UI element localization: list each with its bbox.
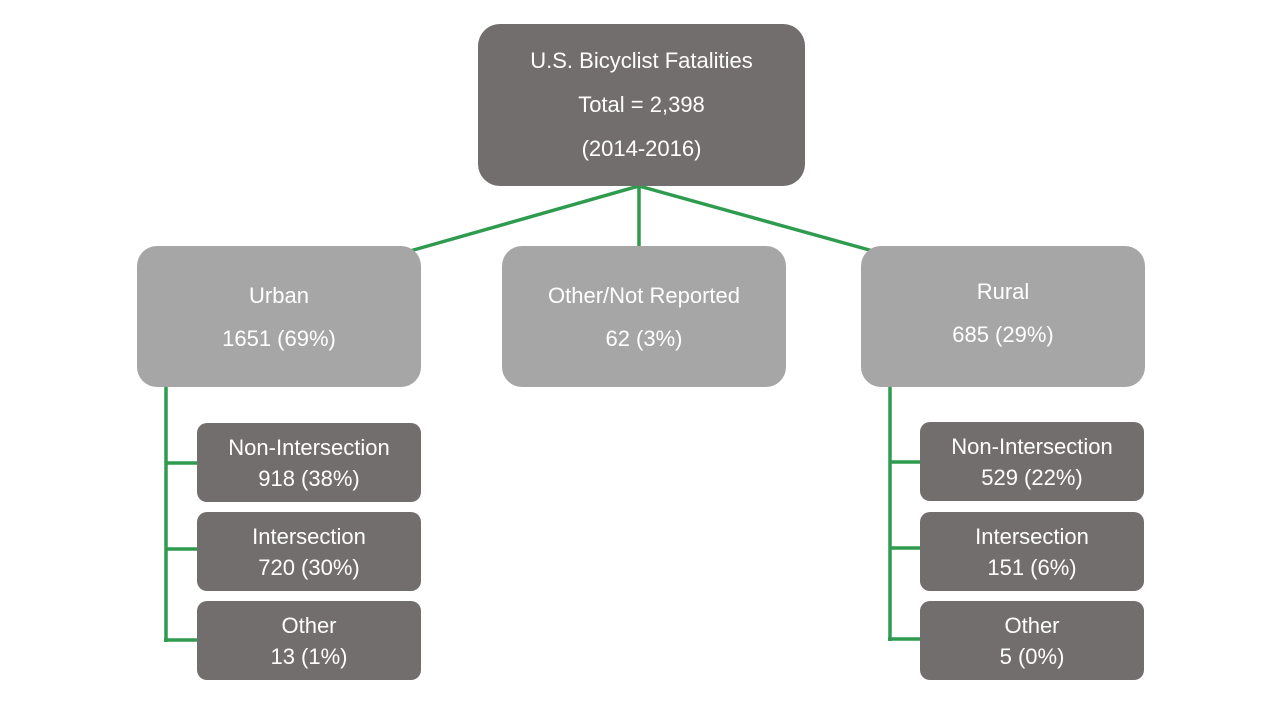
other-not-reported-node: Other/Not Reported 62 (3%) bbox=[502, 246, 786, 387]
rural-other-value: 5 (0%) bbox=[999, 643, 1065, 669]
root-node: U.S. Bicyclist Fatalities Total = 2,398 … bbox=[478, 24, 805, 186]
rural-label: Rural bbox=[976, 278, 1030, 304]
urban-non-intersection-value: 918 (38%) bbox=[258, 465, 360, 491]
urban-label: Urban bbox=[249, 282, 309, 308]
other-not-reported-label: Other/Not Reported bbox=[548, 282, 740, 308]
connector-root-rural bbox=[638, 184, 874, 253]
urban-non-intersection-label: Non-Intersection bbox=[228, 434, 390, 460]
rural-value: 685 (29%) bbox=[952, 321, 1054, 347]
rural-non-intersection-value: 529 (22%) bbox=[981, 464, 1083, 490]
urban-intersection-value: 720 (30%) bbox=[258, 554, 360, 580]
urban-other-label: Other bbox=[281, 612, 337, 638]
urban-other-node: Other 13 (1%) bbox=[197, 601, 421, 680]
urban-intersection-label: Intersection bbox=[252, 523, 366, 549]
rural-other-label: Other bbox=[1004, 612, 1060, 638]
urban-node: Urban 1651 (69%) bbox=[137, 246, 421, 387]
root-years: (2014-2016) bbox=[581, 136, 702, 161]
urban-value: 1651 (69%) bbox=[222, 325, 336, 351]
rural-node: Rural 685 (29%) bbox=[861, 246, 1145, 387]
rural-non-intersection-label: Non-Intersection bbox=[951, 433, 1113, 459]
urban-non-intersection-node: Non-Intersection 918 (38%) bbox=[197, 423, 421, 502]
other-not-reported-value: 62 (3%) bbox=[605, 325, 683, 351]
rural-non-intersection-node: Non-Intersection 529 (22%) bbox=[920, 422, 1144, 501]
rural-other-node: Other 5 (0%) bbox=[920, 601, 1144, 680]
root-title: U.S. Bicyclist Fatalities bbox=[530, 48, 753, 73]
urban-other-value: 13 (1%) bbox=[270, 643, 348, 669]
rural-intersection-label: Intersection bbox=[975, 523, 1089, 549]
rural-intersection-value: 151 (6%) bbox=[987, 554, 1077, 580]
urban-intersection-node: Intersection 720 (30%) bbox=[197, 512, 421, 591]
root-total: Total = 2,398 bbox=[578, 92, 705, 117]
rural-intersection-node: Intersection 151 (6%) bbox=[920, 512, 1144, 591]
connector-root-urban bbox=[409, 184, 640, 253]
